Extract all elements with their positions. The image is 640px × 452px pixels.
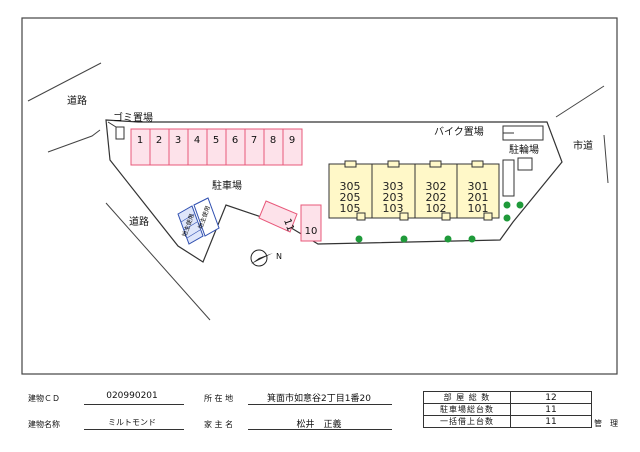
landowner-space-striped (177, 205, 204, 245)
summary-label: 駐車場総台数 (423, 403, 511, 416)
tree (503, 214, 511, 222)
north-arrow: N (250, 249, 282, 267)
building-cd-value: 020990201 (106, 391, 158, 401)
unit-number: 203 (383, 191, 404, 204)
unit-number: 302 (426, 180, 447, 193)
north-needle (251, 253, 273, 264)
tree (468, 235, 476, 243)
owner-label: 家 主 名 (204, 420, 234, 429)
unit-number: 301 (468, 180, 489, 193)
summary-label: 一括借上台数 (423, 415, 511, 428)
unit-number: 201 (468, 191, 489, 204)
label-road-top: 道路 (67, 94, 87, 107)
parking-number: 1 (137, 135, 143, 146)
building-name-value: ミルトモンド (108, 418, 156, 427)
north-label: N (276, 252, 282, 261)
parking-number: 10 (305, 226, 318, 237)
parking-number: 11 (281, 217, 296, 233)
road-line-left (47, 129, 101, 153)
summary-value: 11 (510, 415, 592, 428)
unit-number: 102 (426, 202, 447, 215)
label-garbage: ゴミ置場 (113, 111, 153, 124)
unit-number: 205 (340, 191, 361, 204)
garbage-box (115, 126, 125, 140)
tree (516, 201, 524, 209)
apartment-building: 305 205 105 303 203 103 302 202 102 301 … (328, 160, 500, 221)
parking-number: 4 (194, 135, 200, 146)
parking-space-9 (282, 128, 303, 166)
site-plan: 1 2 3 4 5 6 7 8 9 地主使用 地主使用 11 10 (21, 17, 618, 375)
unit-number: 105 (340, 202, 361, 215)
parking-number: 8 (270, 135, 276, 146)
landowner-spaces: 地主使用 地主使用 (177, 197, 220, 245)
tree (503, 201, 511, 209)
city-road-line-a (555, 85, 605, 118)
bicycle-rack (502, 159, 515, 197)
parking-number: 2 (156, 135, 162, 146)
parking-number: 5 (213, 135, 219, 146)
parking-number: 7 (251, 135, 257, 146)
trees (355, 201, 524, 243)
address-label: 所 在 地 (204, 394, 234, 403)
parking-space-10 (300, 204, 322, 242)
parking-row-top: 1 2 3 4 5 6 7 8 9 (130, 128, 303, 166)
summary-row: 駐車場総台数 11 (423, 403, 592, 416)
parking-number: 3 (175, 135, 181, 146)
building-outline (328, 163, 500, 219)
summary-label: 部 屋 総 数 (423, 391, 511, 404)
tree (355, 235, 363, 243)
unit-number: 303 (383, 180, 404, 193)
parking-space-11 (258, 200, 298, 233)
summary-value: 12 (510, 391, 592, 404)
unit-number: 103 (383, 202, 404, 215)
label-bicycle-parking: 駐輪場 (509, 143, 539, 156)
building-name-label: 建物名称 (28, 420, 60, 429)
address-value: 箕面市如意谷2丁目1番20 (267, 394, 371, 404)
owner-value: 松井 正義 (296, 420, 342, 430)
management-label: 管 理 (594, 419, 618, 428)
info-footer: 建物ＣＤ 020990201 建物名称 ミルトモンド 所 在 地 箕面市如意谷2… (0, 384, 640, 452)
parking-number: 6 (232, 135, 238, 146)
summary-row: 部 屋 総 数 12 (423, 391, 592, 404)
label-city-road: 市道 (573, 139, 593, 152)
city-road-line-b (603, 134, 609, 184)
road-line-left-lower (105, 202, 211, 321)
bicycle-shed (517, 157, 533, 171)
tree (444, 235, 452, 243)
tree (400, 235, 408, 243)
unit-number: 101 (468, 202, 489, 215)
label-parking-lot: 駐車場 (212, 179, 242, 192)
label-road-left: 道路 (129, 215, 149, 228)
unit-number: 305 (340, 180, 361, 193)
road-line-top (27, 62, 102, 102)
summary-row: 一括借上台数 11 (423, 415, 592, 428)
parking-number: 9 (289, 135, 295, 146)
summary-value: 11 (510, 403, 592, 416)
unit-number: 202 (426, 191, 447, 204)
building-cd-label: 建物ＣＤ (28, 394, 60, 403)
summary-table: 部 屋 総 数 12 駐車場総台数 11 一括借上台数 11 (423, 391, 592, 428)
garbage-pointer (107, 121, 117, 128)
label-bike-parking: バイク置場 (434, 125, 484, 138)
landowner-space-plain (193, 197, 220, 237)
